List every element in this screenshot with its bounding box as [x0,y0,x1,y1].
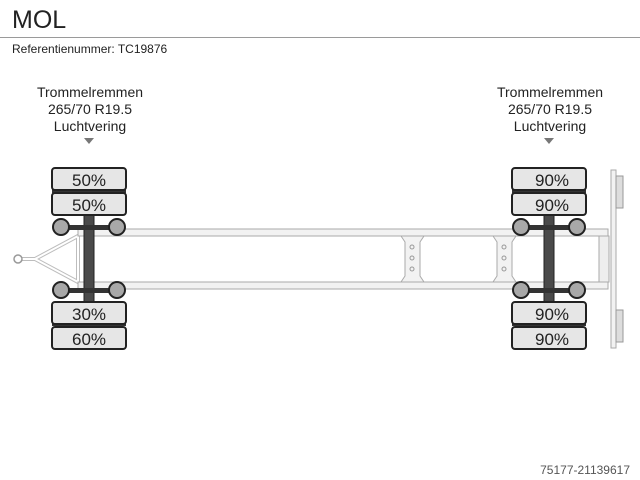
coupling-eye-icon [13,254,23,264]
front-axle-brake-type: Trommelremmen [36,84,144,100]
front-axle-tire-size: 265/70 R19.5 [47,101,133,117]
front-axle: 50% 50% 30% 60% [51,167,127,350]
tire-rear-left-inner-value: 90% [535,196,569,215]
tire-rear-right-inner [511,301,587,325]
hub-icon [108,281,126,299]
rear-axle-info: Trommelremmen 265/70 R19.5 Luchtvering [470,84,630,135]
rear-axle-pointer-icon [544,138,554,144]
hub-icon [108,218,126,236]
chassis-frame [77,169,624,349]
tire-front-right-inner [51,301,127,325]
tire-rear-left-outer-value: 90% [535,171,569,190]
tire-front-right-outer-value: 60% [72,330,106,349]
hub-icon [52,218,70,236]
tire-rear-right-outer [511,326,587,350]
hub-icon [512,281,530,299]
rear-axle-brake-type: Trommelremmen [496,84,604,100]
tire-front-left-inner-value: 50% [72,196,106,215]
listing-id: 75177-21139617 [540,463,630,477]
front-axle-pointer-icon [84,138,94,144]
front-axle-info: Trommelremmen 265/70 R19.5 Luchtvering [10,84,170,135]
tire-front-right-outer [51,326,127,350]
tire-front-right-inner-value: 30% [72,305,106,324]
reference-number: Referentienummer: TC19876 [12,42,168,56]
hub-icon [512,218,530,236]
front-axle-suspension: Luchtvering [53,118,127,134]
hub-icon [52,281,70,299]
rear-axle-tire-size: 265/70 R19.5 [507,101,593,117]
rear-axle: 90% 90% 90% 90% [511,167,587,350]
page-title: MOL [12,6,67,34]
tire-front-left-outer [51,167,127,191]
hub-icon [568,218,586,236]
tire-rear-right-inner-value: 90% [535,305,569,324]
tire-rear-left-outer [511,167,587,191]
tire-front-left-inner [51,192,127,216]
header-divider [0,37,640,38]
hub-icon [568,281,586,299]
rear-axle-suspension: Luchtvering [513,118,587,134]
tire-rear-left-inner [511,192,587,216]
tire-rear-right-outer-value: 90% [535,330,569,349]
tire-front-left-outer-value: 50% [72,171,106,190]
